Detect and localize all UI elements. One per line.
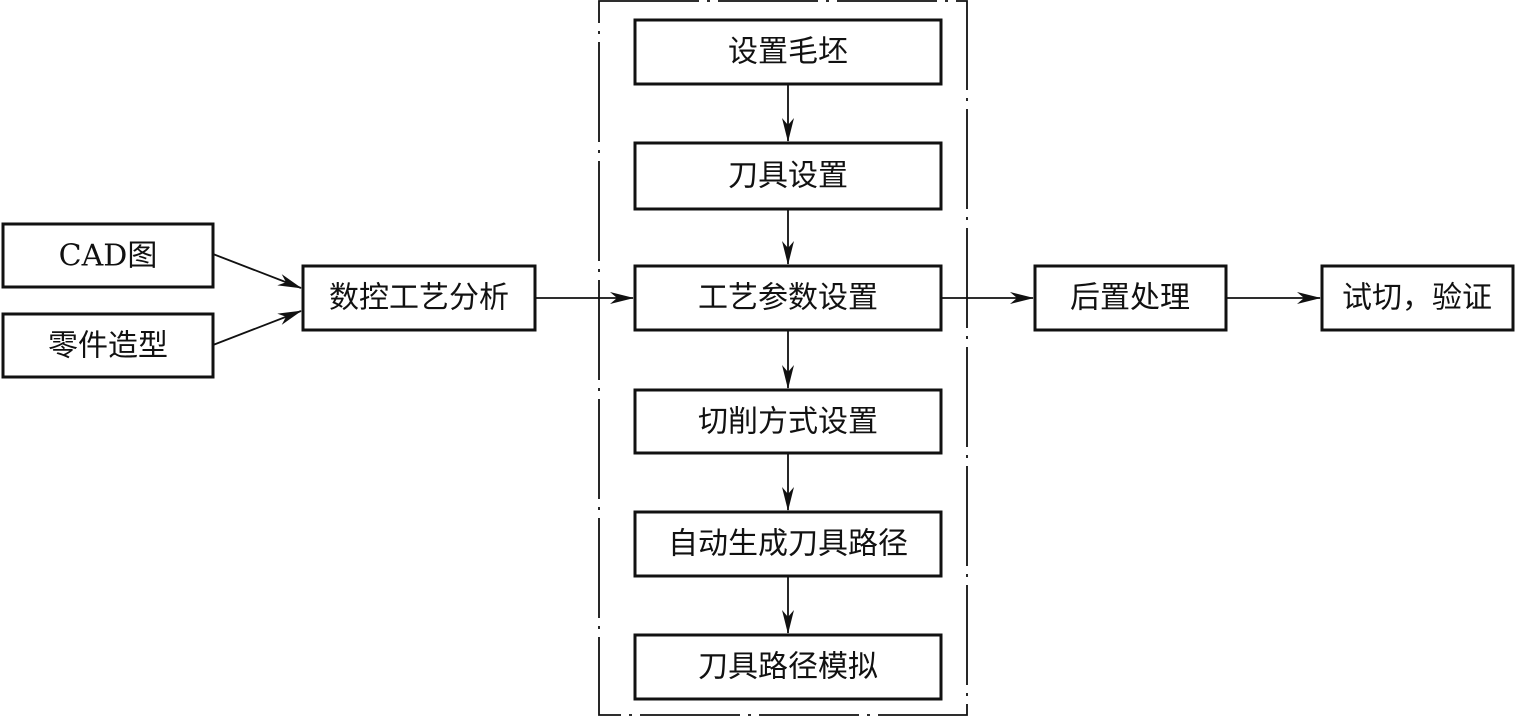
post-processing-label: 后置处理	[1070, 281, 1190, 316]
process-params-label: 工艺参数设置	[698, 281, 878, 316]
auto-toolpath-box: 自动生成刀具路径	[633, 510, 943, 578]
cnc-analysis-box: 数控工艺分析	[301, 264, 537, 332]
cam-steps-frame	[598, 0, 968, 716]
blank-setup-label: 设置毛坯	[728, 35, 848, 70]
cutting-mode-box: 切削方式设置	[633, 388, 943, 455]
tool-setup-label: 刀具设置	[728, 159, 848, 194]
cutting-mode-label: 切削方式设置	[698, 405, 878, 440]
post-processing-box: 后置处理	[1033, 264, 1228, 332]
tool-setup-box: 刀具设置	[633, 141, 943, 211]
cnc-analysis-label: 数控工艺分析	[329, 281, 509, 316]
blank-setup-box: 设置毛坯	[633, 18, 943, 86]
toolpath-sim-label: 刀具路径模拟	[698, 650, 878, 685]
arrow-model-to-analysis	[212, 310, 302, 346]
cad-label: CAD图	[59, 239, 158, 274]
arrow-cad-to-analysis	[212, 253, 302, 289]
cad-box: CAD图	[1, 222, 215, 289]
process-params-box: 工艺参数设置	[633, 264, 943, 332]
part-model-box: 零件造型	[1, 312, 215, 379]
part-model-label: 零件造型	[48, 329, 168, 364]
auto-toolpath-label: 自动生成刀具路径	[668, 527, 908, 562]
toolpath-sim-box: 刀具路径模拟	[633, 633, 943, 701]
trial-cut-box: 试切，验证	[1320, 264, 1515, 332]
trial-cut-label: 试切，验证	[1342, 281, 1492, 316]
